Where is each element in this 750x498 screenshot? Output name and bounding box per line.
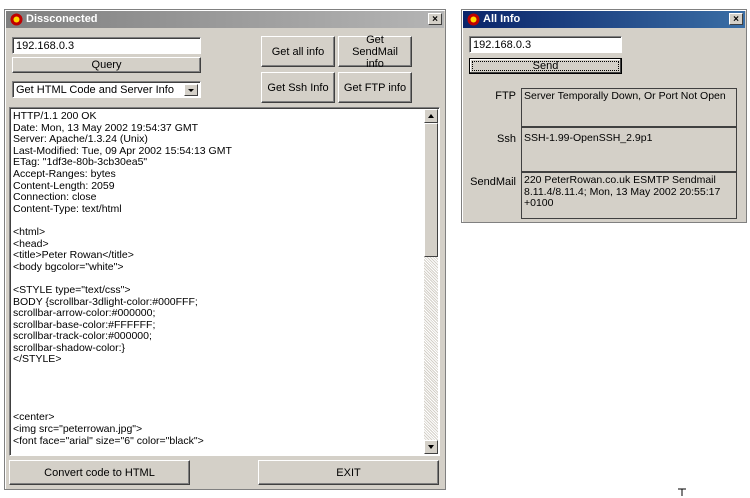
ftp-value: Server Temporally Down, Or Port Not Open xyxy=(521,88,737,127)
mode-select[interactable]: Get HTML Code and Server Info xyxy=(12,81,201,98)
ssh-label: Ssh xyxy=(497,133,516,145)
main-window: Dissconected × 192.168.0.3 Query Get HTM… xyxy=(4,9,446,490)
get-sendmail-info-button[interactable]: Get SendMail info xyxy=(338,34,412,70)
output-textarea[interactable]: HTTP/1.1 200 OK Date: Mon, 13 May 2002 1… xyxy=(9,107,440,456)
send-button[interactable]: Send xyxy=(469,58,622,74)
mode-select-value: Get HTML Code and Server Info xyxy=(16,84,174,96)
info-titlebar[interactable]: All Info × xyxy=(463,11,745,28)
cursor-icon xyxy=(678,488,686,496)
info-window-title: All Info xyxy=(483,13,521,25)
scroll-thumb[interactable] xyxy=(424,123,438,257)
app-icon xyxy=(467,13,480,26)
get-all-info-button[interactable]: Get all info xyxy=(261,36,335,67)
scroll-down-icon[interactable] xyxy=(424,440,438,454)
query-button[interactable]: Query xyxy=(12,57,201,73)
get-ssh-info-button[interactable]: Get Ssh Info xyxy=(261,72,335,103)
main-window-title: Dissconected xyxy=(26,13,98,25)
ssh-value: SSH-1.99-OpenSSH_2.9p1 xyxy=(521,127,737,172)
info-ip-field[interactable]: 192.168.0.3 xyxy=(469,36,622,53)
sendmail-label: SendMail xyxy=(470,176,516,188)
exit-button[interactable]: EXIT xyxy=(258,460,439,485)
info-close-button[interactable]: × xyxy=(729,13,743,25)
ip-address-field[interactable]: 192.168.0.3 xyxy=(12,37,201,54)
convert-to-html-button[interactable]: Convert code to HTML xyxy=(9,460,190,485)
output-scrollbar[interactable] xyxy=(424,109,438,454)
chevron-down-icon[interactable] xyxy=(184,84,198,96)
scroll-up-icon[interactable] xyxy=(424,109,438,123)
get-ftp-info-button[interactable]: Get FTP info xyxy=(338,72,412,103)
info-window: All Info × 192.168.0.3 Send FTP Server T… xyxy=(461,9,747,223)
ftp-label: FTP xyxy=(495,90,516,102)
main-titlebar[interactable]: Dissconected × xyxy=(6,11,444,28)
sendmail-value: 220 PeterRowan.co.uk ESMTP Sendmail 8.11… xyxy=(521,172,737,219)
main-close-button[interactable]: × xyxy=(428,13,442,25)
output-text: HTTP/1.1 200 OK Date: Mon, 13 May 2002 1… xyxy=(13,110,232,447)
app-icon xyxy=(10,13,23,26)
